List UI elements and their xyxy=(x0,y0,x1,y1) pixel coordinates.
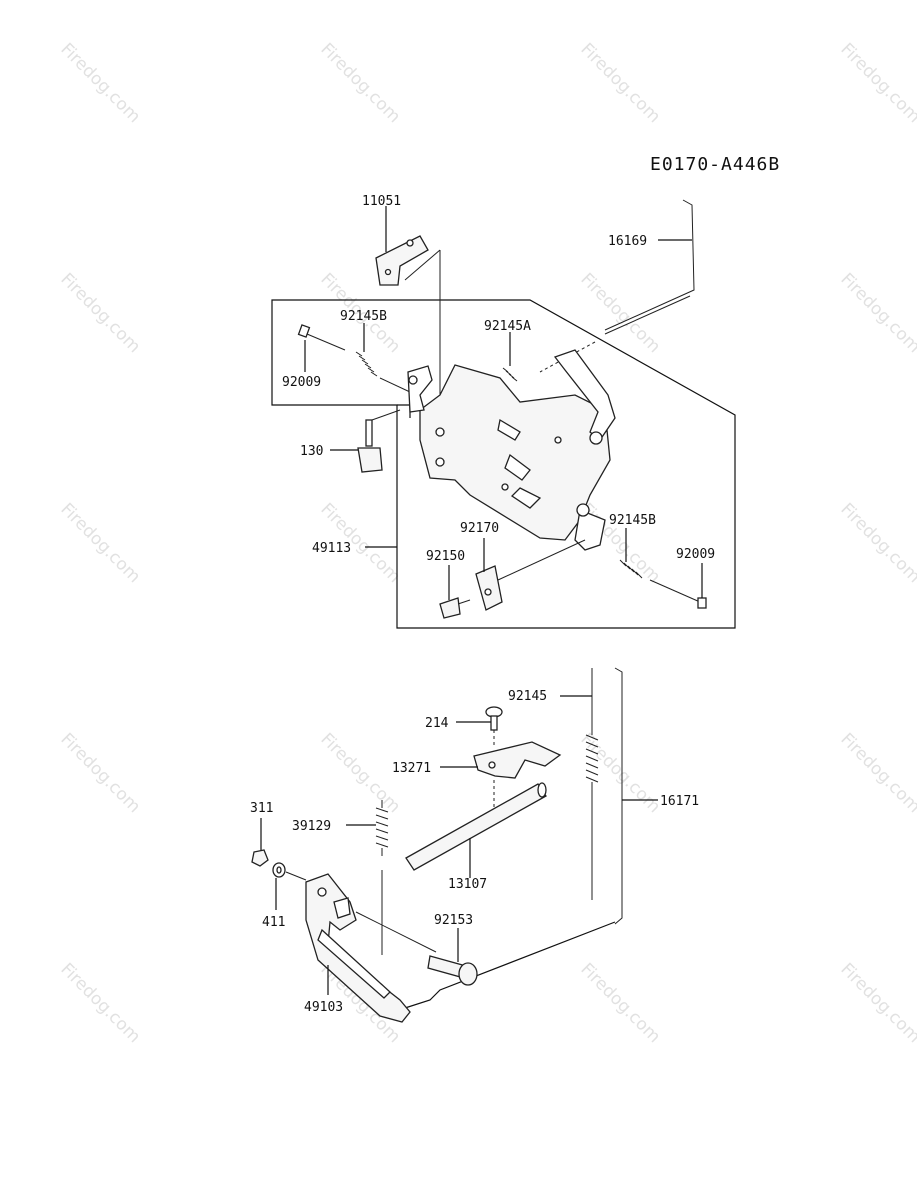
part-92145A-spring xyxy=(502,367,518,382)
watermark: Firedog.com xyxy=(836,499,917,587)
watermark: Firedog.com xyxy=(316,39,404,127)
watermark: Firedog.com xyxy=(576,39,664,127)
part-92153-pin xyxy=(427,955,478,986)
watermark: Firedog.com xyxy=(836,729,917,817)
guide-11051 xyxy=(404,249,441,281)
part-16171-rod xyxy=(614,667,623,925)
callout-13271: 13271 xyxy=(392,761,431,776)
callout-92153: 92153 xyxy=(434,913,473,928)
callout-92145A: 92145A xyxy=(484,319,531,334)
part-49103-lever xyxy=(305,873,411,1023)
callout-92170: 92170 xyxy=(460,521,499,536)
part-214-screw xyxy=(485,706,503,731)
group-outline-inner xyxy=(397,404,411,418)
callout-49113: 49113 xyxy=(312,541,351,556)
callout-92009-left: 92009 xyxy=(282,375,321,390)
part-49113-control-plate xyxy=(407,349,616,551)
part-13107-shaft xyxy=(405,780,547,871)
part-92145B-spring-right xyxy=(619,559,643,579)
watermark: Firedog.com xyxy=(836,959,917,1047)
watermark: Firedog.com xyxy=(576,729,664,817)
watermark: Firedog.com xyxy=(836,39,917,127)
guide-411 xyxy=(285,871,307,881)
part-411-washer xyxy=(272,862,286,878)
callout-411: 411 xyxy=(262,915,285,930)
diagram-code: E0170-A446B xyxy=(650,154,780,175)
part-130-bolt xyxy=(357,419,383,473)
watermark: Firedog.com xyxy=(56,959,144,1047)
callout-49103: 49103 xyxy=(304,1000,343,1015)
part-92009-bolt-left xyxy=(297,324,346,351)
part-92150-screw xyxy=(439,597,471,619)
watermark: Firedog.com xyxy=(576,959,664,1047)
part-92009-bolt-right xyxy=(649,579,707,609)
watermark: Firedog.com xyxy=(56,499,144,587)
guide-130 xyxy=(371,409,401,421)
watermark: Firedog.com xyxy=(836,269,917,357)
callout-11051: 11051 xyxy=(362,194,401,209)
callout-16171: 16171 xyxy=(660,794,699,809)
part-16169-rod xyxy=(604,199,695,335)
callout-92009-right: 92009 xyxy=(676,547,715,562)
callout-92145B-right: 92145B xyxy=(609,513,656,528)
part-92170-clamp xyxy=(475,565,503,611)
callout-311: 311 xyxy=(250,801,273,816)
guide-92170 xyxy=(497,539,586,581)
part-92145B-spring-top xyxy=(355,351,378,377)
group-outline-upper xyxy=(271,299,736,629)
watermark: Firedog.com xyxy=(56,39,144,127)
guide-49103 xyxy=(355,911,437,953)
callout-13107: 13107 xyxy=(448,877,487,892)
group-outline-lower xyxy=(404,921,616,1009)
callout-92145: 92145 xyxy=(508,689,547,704)
part-11051-bracket xyxy=(375,235,429,286)
callout-16169: 16169 xyxy=(608,234,647,249)
watermark-layer: Firedog.com Firedog.com Firedog.com Fire… xyxy=(56,39,917,1047)
callout-92150: 92150 xyxy=(426,549,465,564)
part-13271-plate xyxy=(473,741,562,779)
watermark: Firedog.com xyxy=(56,729,144,817)
part-92145-spring xyxy=(585,668,599,900)
part-311-nut xyxy=(251,849,269,867)
callout-92145B-top: 92145B xyxy=(340,309,387,324)
callout-130: 130 xyxy=(300,444,323,459)
callout-39129: 39129 xyxy=(292,819,331,834)
watermark: Firedog.com xyxy=(56,269,144,357)
callout-214: 214 xyxy=(425,716,449,731)
part-39129-spring xyxy=(375,800,389,856)
guide-spring-left xyxy=(379,377,411,393)
